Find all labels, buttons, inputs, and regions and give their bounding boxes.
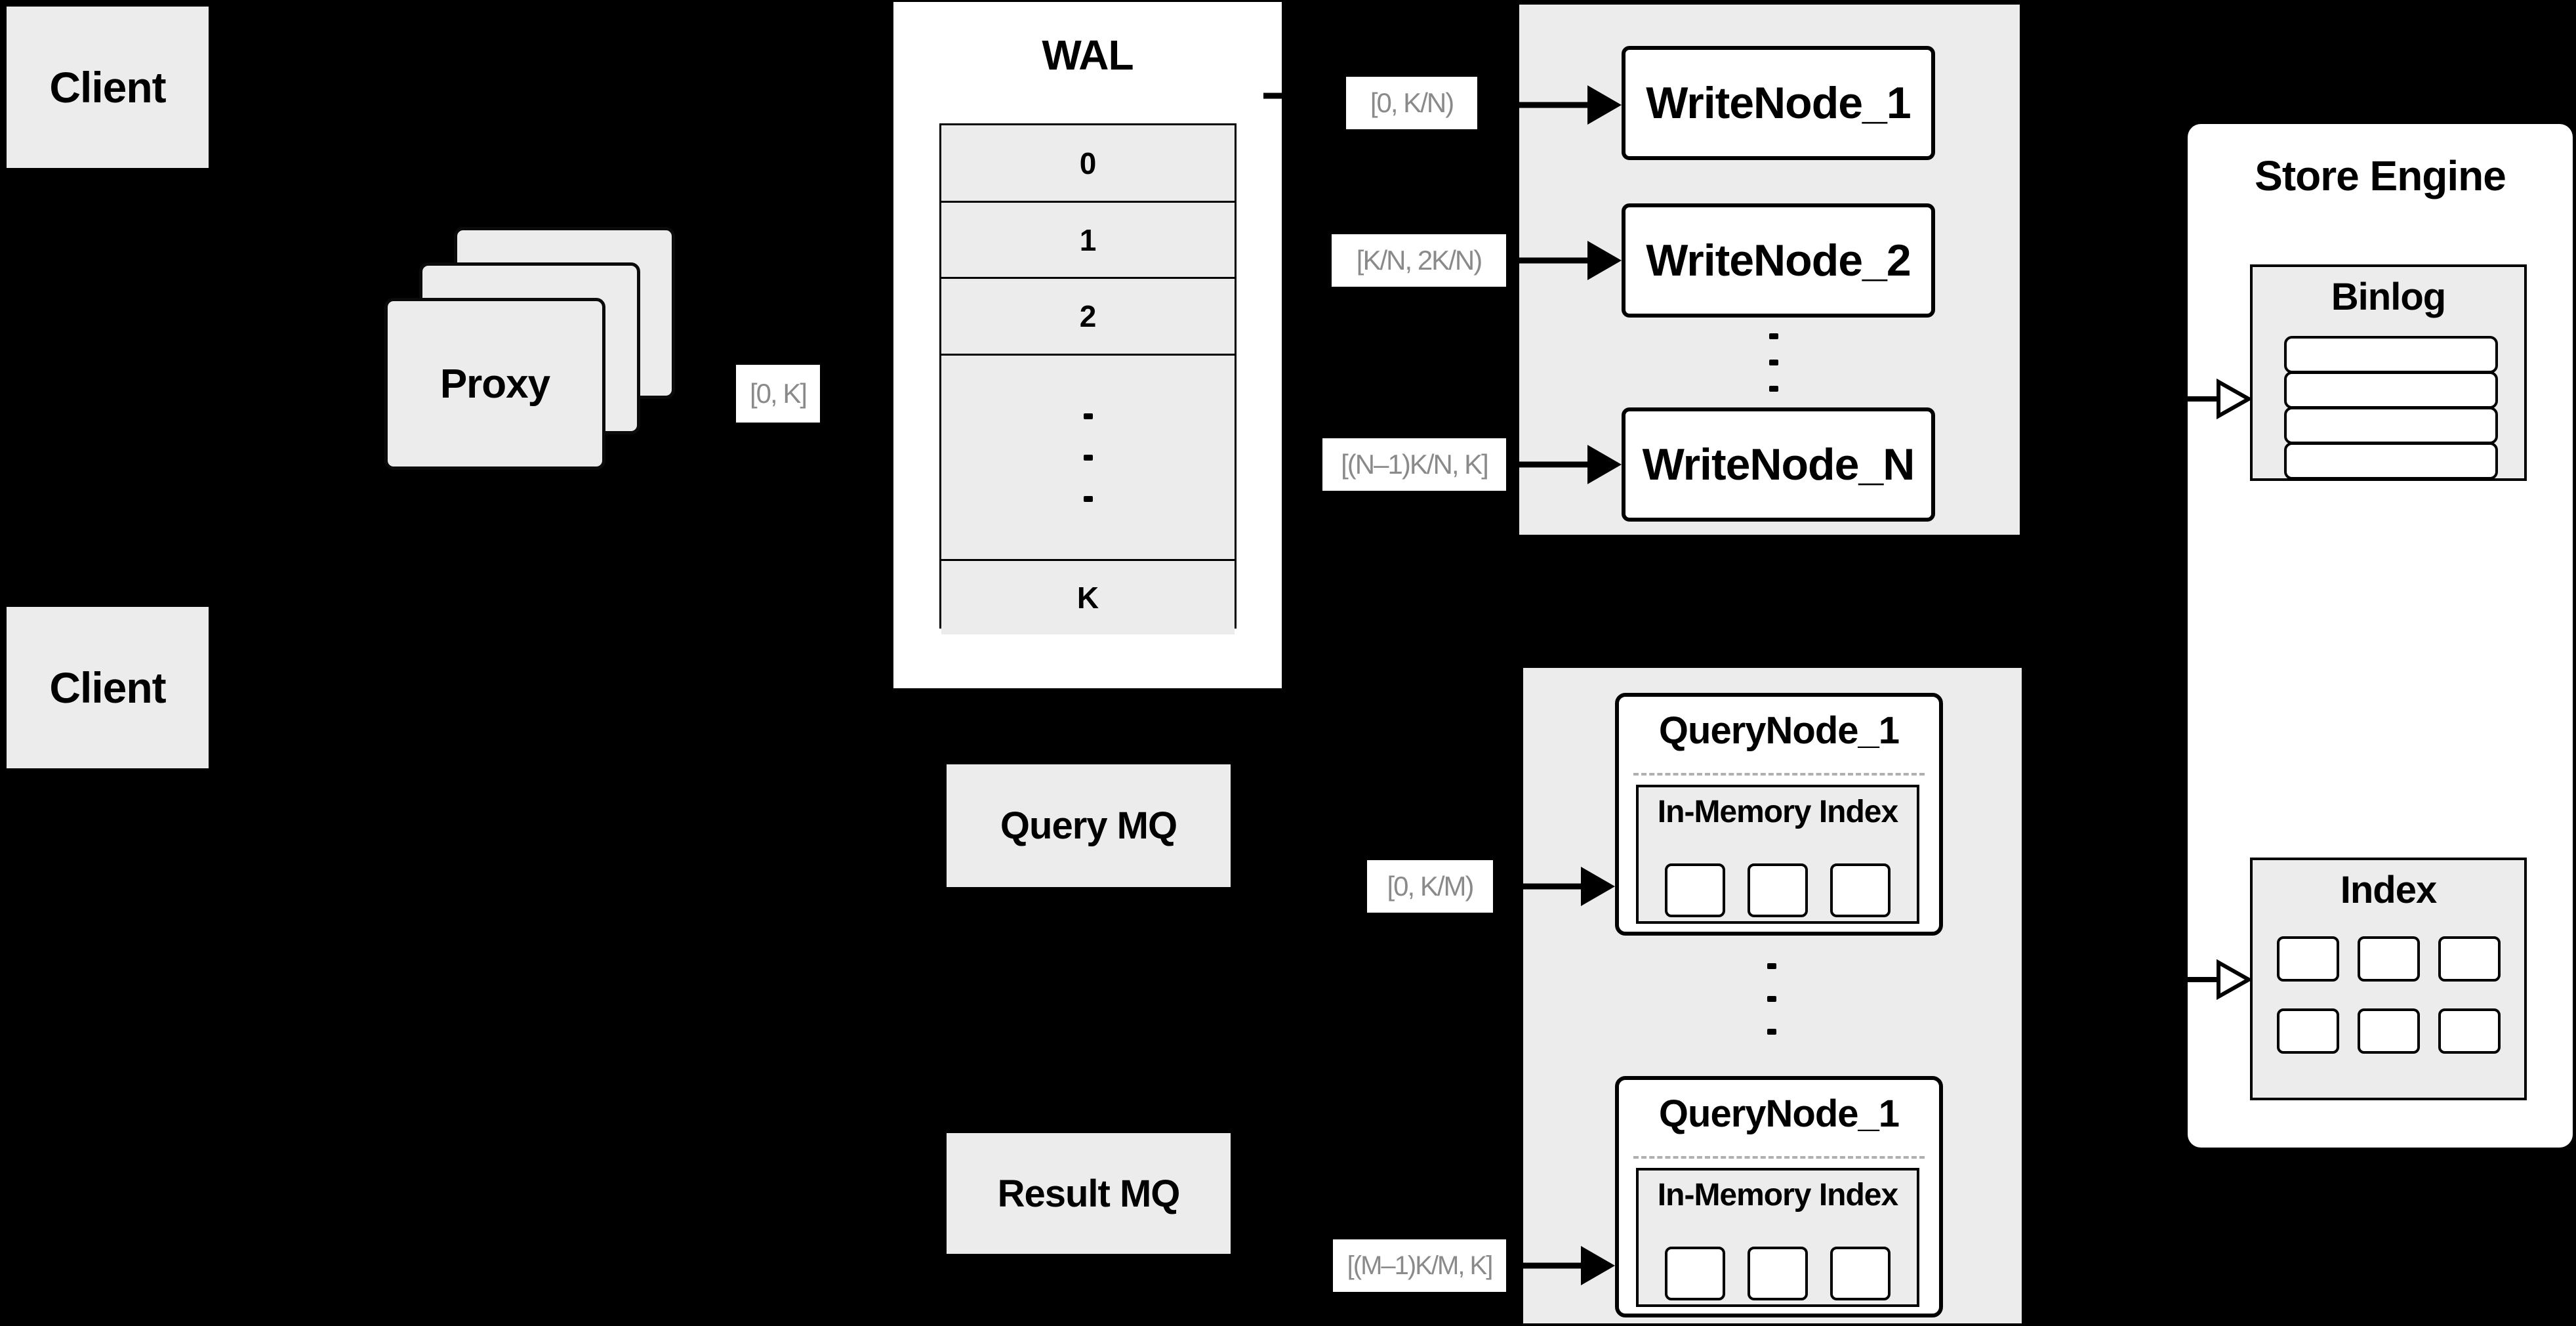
proxy-card-front: Proxy [384,298,605,470]
dashed-divider [1633,1156,1925,1159]
segment-chip [1665,1247,1725,1300]
wal-row-k: K [941,561,1235,634]
wal-row-1-label: 1 [1079,222,1097,257]
binlog-box: Binlog [2250,264,2527,481]
binlog-row [2284,407,2498,444]
range-label-proxy-wal: [0, K] [736,365,820,423]
store-engine-title: Store Engine [2255,152,2506,199]
ellipsis-dot [1767,996,1776,1002]
wal-row-k-label: K [1076,581,1099,615]
ellipsis-dot [1083,454,1093,461]
in-memory-index-title: In-Memory Index [1657,1178,1898,1212]
index-chip [2276,936,2339,982]
segment-chip-row [1639,863,1917,917]
ellipsis-dot [1769,386,1778,392]
wal-row-2-label: 2 [1079,299,1097,333]
range-label-write-n: [(N–1)K/N, K] [1322,438,1506,491]
binlog-row-stack [2284,336,2498,480]
index-chip-row [2253,936,2524,982]
ellipsis-dot [1769,360,1778,365]
index-chip [2276,1008,2339,1054]
write-node-ellipsis [1769,333,1778,392]
query-node-top-title: QueryNode_1 [1658,709,1900,752]
range-label-query-m: [(M–1)K/M, K] [1333,1239,1506,1292]
ellipsis-dot [1083,495,1093,502]
client-box-bottom: Client [7,607,209,768]
index-chip [2438,936,2501,982]
query-node-group: QueryNode_1 In-Memory Index QueryNode_1 … [1523,668,2022,1323]
binlog-row [2284,442,2498,480]
dashed-divider [1633,773,1925,776]
result-mq-box: Result MQ [947,1133,1231,1254]
in-memory-index-box-bottom: In-Memory Index [1636,1168,1919,1307]
index-box: Index [2250,858,2527,1100]
store-engine-panel: Store Engine Binlog Index [2188,124,2573,1148]
write-node-1-label: WriteNode_1 [1646,78,1911,128]
index-chip [2357,1008,2420,1054]
query-node-ellipsis [1767,963,1776,1035]
query-node-bottom-title: QueryNode_1 [1658,1092,1900,1135]
ellipsis-dot [1767,1029,1776,1035]
index-chip [2438,1008,2501,1054]
segment-chip [1748,863,1808,917]
write-node-2: WriteNode_2 [1622,203,1935,318]
query-mq-box: Query MQ [947,764,1231,887]
proxy-label: Proxy [440,361,550,407]
wal-row-0-label: 0 [1079,146,1097,180]
write-node-group: WriteNode_1 WriteNode_2 WriteNode_N [1519,5,2020,535]
write-node-2-label: WriteNode_2 [1646,236,1911,285]
binlog-row [2284,336,2498,373]
query-node-top: QueryNode_1 In-Memory Index [1615,693,1943,936]
range-label-query-1: [0, K/M) [1367,860,1493,913]
segment-chip [1830,863,1891,917]
ellipsis-dot [1769,333,1778,339]
ellipsis-dot [1767,963,1776,969]
wal-panel: WAL 0 1 2 K [893,2,1282,688]
range-label-write-1: [0, K/N) [1346,77,1477,129]
segment-chip [1748,1247,1808,1300]
index-title: Index [2340,869,2438,911]
wal-table: 0 1 2 K [939,123,1237,634]
in-memory-index-box-top: In-Memory Index [1636,785,1919,924]
write-node-n-label: WriteNode_N [1642,440,1915,489]
query-node-bottom: QueryNode_1 In-Memory Index [1615,1076,1943,1317]
binlog-row [2284,371,2498,409]
ellipsis-dot [1083,413,1093,419]
index-chip [2357,936,2420,982]
binlog-title: Binlog [2331,276,2446,318]
in-memory-index-title: In-Memory Index [1657,795,1898,829]
wal-row-0: 0 [941,125,1235,203]
client-top-label: Client [49,63,166,112]
result-mq-label: Result MQ [997,1172,1181,1215]
client-box-top: Client [7,7,209,168]
segment-chip-row [1639,1247,1917,1300]
range-label-write-2: [K/N, 2K/N) [1332,234,1506,287]
wal-row-1: 1 [941,203,1235,279]
segment-chip [1830,1247,1891,1300]
write-node-1: WriteNode_1 [1622,46,1935,160]
wal-title: WAL [1042,31,1134,79]
write-node-n: WriteNode_N [1622,407,1935,522]
proxy-stack: Proxy [367,210,695,486]
index-chip-row [2253,1008,2524,1054]
client-bottom-label: Client [49,663,166,712]
wal-row-2: 2 [941,279,1235,356]
query-mq-label: Query MQ [1000,804,1177,847]
segment-chip [1665,863,1725,917]
wal-row-ellipsis [941,356,1235,561]
